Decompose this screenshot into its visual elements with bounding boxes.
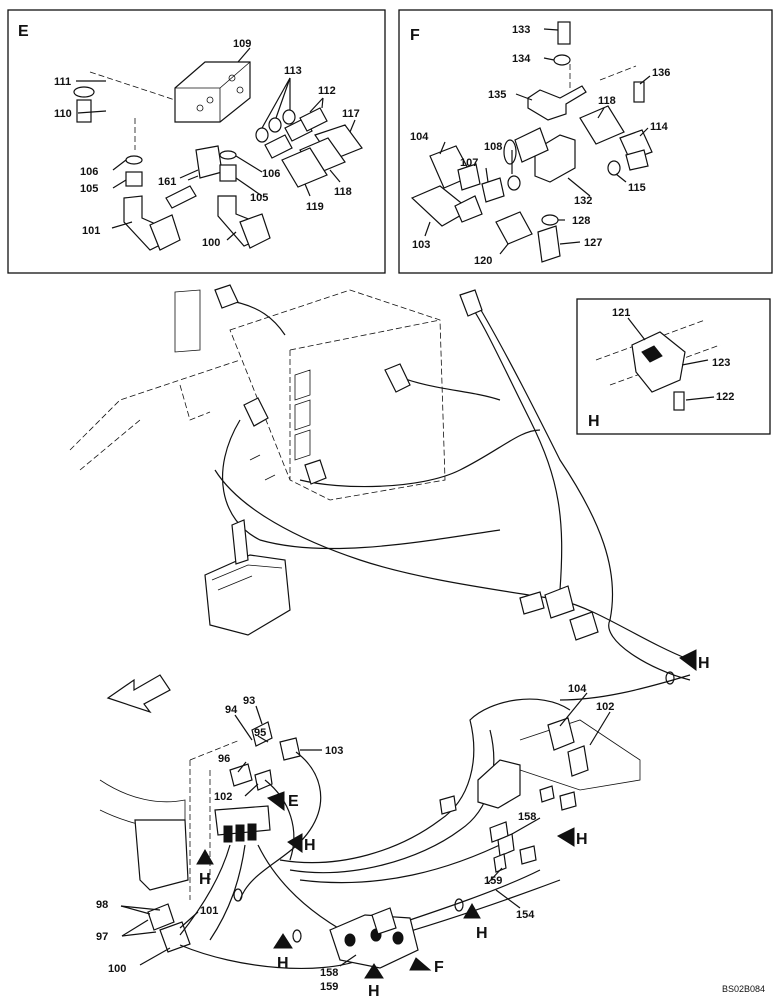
label-118: 118 bbox=[334, 186, 352, 198]
label-135: 135 bbox=[488, 89, 506, 101]
label-127: 127 bbox=[584, 237, 602, 249]
bolt-icon bbox=[557, 21, 571, 45]
callout-h-7: H bbox=[368, 983, 380, 1000]
inset-h-letter: H bbox=[588, 413, 600, 430]
label-109: 109 bbox=[233, 38, 251, 50]
label-111: 111 bbox=[54, 76, 71, 88]
label-159-bottom: 159 bbox=[320, 981, 338, 993]
bolt-icon bbox=[673, 391, 685, 411]
control-valve bbox=[204, 554, 291, 636]
label-102-main: 102 bbox=[596, 701, 614, 713]
label-132: 132 bbox=[574, 195, 592, 207]
label-105-right: 105 bbox=[250, 192, 268, 204]
label-110: 110 bbox=[54, 108, 72, 120]
inset-f-frame bbox=[398, 9, 773, 274]
callout-h-3: H bbox=[576, 831, 588, 848]
label-119: 119 bbox=[306, 201, 324, 213]
main-assembly: 104 102 94 93 95 103 96 102 158 98 101 9… bbox=[69, 284, 710, 1000]
label-161: 161 bbox=[158, 176, 176, 188]
inset-e-frame bbox=[7, 9, 386, 274]
label-93: 93 bbox=[243, 695, 255, 707]
solenoid-valve bbox=[477, 759, 521, 809]
inset-h-frame bbox=[576, 298, 771, 435]
label-133: 133 bbox=[512, 24, 530, 36]
valve-block bbox=[174, 61, 251, 123]
inset-f-letter: F bbox=[410, 27, 420, 44]
callout-arrow-icon bbox=[266, 791, 285, 811]
callout-e: E bbox=[288, 793, 299, 810]
callout-arrow-icon bbox=[556, 827, 575, 847]
label-98: 98 bbox=[96, 899, 108, 911]
hydraulic-tank bbox=[134, 819, 189, 891]
label-159-right: 159 bbox=[484, 875, 502, 887]
hose-clamp bbox=[631, 331, 686, 393]
label-128: 128 bbox=[572, 215, 590, 227]
label-122: 122 bbox=[716, 391, 734, 403]
label-134: 134 bbox=[512, 53, 531, 65]
label-108: 108 bbox=[484, 141, 502, 153]
label-158-right: 158 bbox=[518, 811, 536, 823]
label-158-bottom: 158 bbox=[320, 967, 338, 979]
label-100: 100 bbox=[202, 237, 220, 249]
label-97: 97 bbox=[96, 931, 108, 943]
label-154: 154 bbox=[516, 909, 535, 921]
label-104-main: 104 bbox=[568, 683, 587, 695]
callout-arrow-icon bbox=[463, 902, 481, 919]
label-94: 94 bbox=[225, 704, 238, 716]
label-105-left: 105 bbox=[80, 183, 98, 195]
callout-arrow-icon bbox=[196, 848, 214, 865]
label-123: 123 bbox=[712, 357, 730, 369]
o-ring-icon bbox=[255, 127, 269, 143]
label-112: 112 bbox=[318, 85, 336, 97]
label-103: 103 bbox=[412, 239, 430, 251]
label-102-lower: 102 bbox=[214, 791, 232, 803]
callout-h-5: H bbox=[277, 955, 289, 972]
inset-e: E bbox=[7, 9, 386, 274]
drawing-code: BS02B084 bbox=[722, 984, 765, 994]
label-106-right: 106 bbox=[262, 168, 280, 180]
tank-outline bbox=[229, 289, 446, 501]
label-121: 121 bbox=[612, 307, 630, 319]
label-107: 107 bbox=[460, 157, 478, 169]
inset-e-letter: E bbox=[18, 23, 29, 40]
label-136: 136 bbox=[652, 67, 670, 79]
label-114: 114 bbox=[650, 121, 669, 133]
callout-h-4: H bbox=[199, 871, 211, 888]
label-95: 95 bbox=[254, 727, 266, 739]
label-104: 104 bbox=[410, 131, 429, 143]
label-120: 120 bbox=[474, 255, 492, 267]
callout-arrow-icon bbox=[364, 963, 384, 979]
bracket bbox=[527, 85, 587, 121]
callout-arrow-icon bbox=[409, 957, 432, 971]
label-103-main: 103 bbox=[325, 745, 343, 757]
callout-h-1: H bbox=[698, 655, 710, 672]
label-115: 115 bbox=[628, 182, 646, 194]
bolt-icon bbox=[76, 99, 92, 123]
inset-f: F bbox=[398, 9, 773, 274]
inset-h: H 121 123 122 bbox=[576, 298, 771, 435]
washer-icon bbox=[73, 86, 95, 98]
label-118: 118 bbox=[598, 95, 616, 107]
callout-arrow-icon bbox=[679, 649, 697, 671]
callout-h-6: H bbox=[476, 925, 488, 942]
callout-h-2: H bbox=[304, 837, 316, 854]
label-101: 101 bbox=[82, 225, 100, 237]
direction-arrow-icon bbox=[106, 674, 171, 714]
callout-arrow-icon bbox=[287, 833, 303, 853]
label-101-main: 101 bbox=[200, 905, 218, 917]
callout-arrow-icon bbox=[273, 933, 293, 949]
label-96: 96 bbox=[218, 753, 230, 765]
label-117: 117 bbox=[342, 108, 360, 120]
callout-f: F bbox=[434, 959, 444, 976]
label-106-left: 106 bbox=[80, 166, 98, 178]
label-100-main: 100 bbox=[108, 963, 126, 975]
label-113: 113 bbox=[284, 65, 302, 77]
